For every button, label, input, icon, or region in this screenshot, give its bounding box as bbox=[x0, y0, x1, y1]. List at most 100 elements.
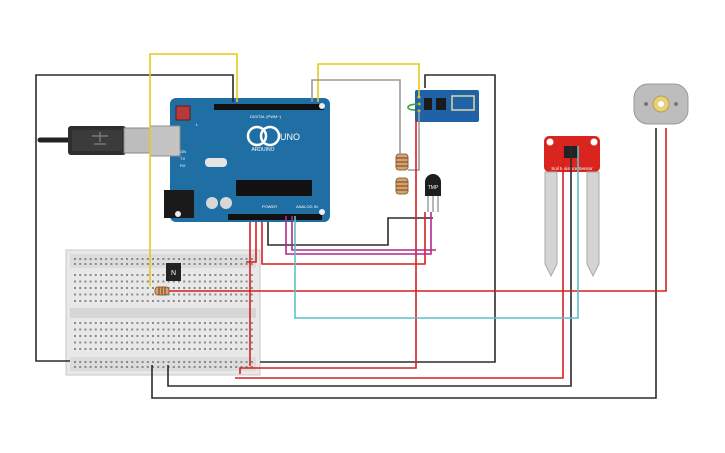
breadboard-hole bbox=[79, 293, 82, 296]
breadboard-hole bbox=[84, 348, 87, 350]
breadboard-hole bbox=[178, 287, 180, 289]
breadboard-hole bbox=[157, 335, 160, 337]
breadboard-hole bbox=[120, 335, 123, 337]
breadboard-hole bbox=[94, 328, 97, 331]
breadboard-hole bbox=[230, 258, 232, 260]
breadboard-hole bbox=[193, 341, 196, 344]
breadboard-hole bbox=[126, 366, 128, 368]
breadboard-hole bbox=[204, 300, 206, 302]
breadboard-hole bbox=[100, 361, 102, 363]
breadboard-hole bbox=[250, 341, 253, 344]
breadboard-hole bbox=[193, 263, 196, 265]
breadboard-hole bbox=[198, 287, 201, 289]
breadboard-hole bbox=[157, 328, 160, 331]
breadboard-hole bbox=[214, 366, 217, 368]
breadboard-hole bbox=[209, 300, 212, 302]
breadboard-hole bbox=[120, 300, 123, 302]
breadboard-hole bbox=[250, 361, 253, 363]
breadboard-hole bbox=[240, 293, 243, 296]
breadboard-hole bbox=[193, 287, 196, 289]
breadboard-hole bbox=[152, 258, 154, 260]
breadboard-hole bbox=[209, 280, 212, 283]
breadboard-hole bbox=[74, 341, 76, 344]
breadboard-hole bbox=[110, 274, 113, 276]
breadboard-hole bbox=[110, 348, 113, 350]
breadboard-hole bbox=[224, 328, 227, 331]
breadboard-hole bbox=[115, 293, 118, 296]
reset-button[interactable] bbox=[175, 105, 191, 121]
resistor-breadboard bbox=[154, 286, 170, 296]
breadboard-hole bbox=[219, 274, 222, 276]
breadboard-hole bbox=[167, 322, 170, 324]
power-analog-header bbox=[228, 214, 322, 220]
breadboard-hole bbox=[214, 322, 217, 324]
breadboard-hole bbox=[230, 280, 232, 283]
breadboard-hole bbox=[214, 328, 217, 331]
breadboard-hole bbox=[126, 328, 128, 331]
breadboard-hole bbox=[245, 341, 248, 344]
breadboard-hole bbox=[110, 361, 113, 363]
breadboard-hole bbox=[245, 300, 248, 302]
breadboard-hole bbox=[224, 322, 227, 324]
breadboard-hole bbox=[162, 280, 165, 283]
breadboard-hole bbox=[245, 280, 248, 283]
breadboard-hole bbox=[188, 287, 191, 289]
breadboard-hole bbox=[79, 258, 82, 260]
breadboard-hole bbox=[178, 293, 180, 296]
breadboard-hole bbox=[157, 263, 160, 265]
breadboard-hole bbox=[183, 322, 186, 324]
breadboard-hole bbox=[183, 348, 186, 350]
breadboard-hole bbox=[188, 293, 191, 296]
breadboard-hole bbox=[105, 341, 108, 344]
dc-motor bbox=[633, 83, 689, 125]
breadboard-hole bbox=[126, 322, 128, 324]
breadboard-hole bbox=[110, 287, 113, 289]
breadboard-hole bbox=[74, 348, 76, 350]
breadboard-hole bbox=[198, 293, 201, 296]
breadboard-hole bbox=[188, 328, 191, 331]
breadboard-hole bbox=[120, 293, 123, 296]
breadboard-hole bbox=[79, 287, 82, 289]
digital-pwm-label: DIGITAL (PWM~) bbox=[250, 114, 282, 119]
breadboard-hole bbox=[245, 287, 248, 289]
breadboard-hole bbox=[198, 300, 201, 302]
breadboard-hole bbox=[245, 328, 248, 331]
breadboard-hole bbox=[126, 263, 128, 265]
breadboard-hole bbox=[245, 335, 248, 337]
breadboard-hole bbox=[120, 258, 123, 260]
npn-transistor: N bbox=[166, 263, 181, 281]
breadboard-hole bbox=[141, 258, 144, 260]
breadboard-hole bbox=[250, 348, 253, 350]
breadboard-hole bbox=[146, 287, 149, 289]
breadboard-hole bbox=[219, 280, 222, 283]
breadboard-hole bbox=[183, 280, 186, 283]
breadboard-hole bbox=[146, 348, 149, 350]
breadboard-hole bbox=[250, 258, 253, 260]
breadboard-hole bbox=[131, 322, 134, 324]
breadboard-hole bbox=[209, 328, 212, 331]
breadboard-hole bbox=[240, 366, 243, 368]
breadboard-hole bbox=[152, 274, 154, 276]
breadboard-hole bbox=[100, 258, 102, 260]
breadboard-hole bbox=[188, 322, 191, 324]
breadboard-hole bbox=[172, 328, 175, 331]
breadboard-hole bbox=[74, 280, 76, 283]
breadboard-hole bbox=[245, 263, 248, 265]
breadboard-hole bbox=[100, 293, 102, 296]
breadboard-hole bbox=[79, 361, 82, 363]
breadboard-hole bbox=[188, 335, 191, 337]
breadboard-hole bbox=[219, 263, 222, 265]
breadboard-hole bbox=[204, 322, 206, 324]
breadboard-hole bbox=[235, 258, 238, 260]
breadboard-hole bbox=[214, 293, 217, 296]
breadboard-hole bbox=[131, 341, 134, 344]
breadboard-hole bbox=[105, 263, 108, 265]
breadboard-hole bbox=[167, 280, 170, 283]
breadboard-hole bbox=[141, 366, 144, 368]
breadboard-hole bbox=[235, 293, 238, 296]
breadboard-hole bbox=[105, 361, 108, 363]
breadboard-hole bbox=[198, 328, 201, 331]
breadboard-hole bbox=[198, 274, 201, 276]
digital-header bbox=[214, 104, 324, 110]
breadboard-hole bbox=[209, 287, 212, 289]
